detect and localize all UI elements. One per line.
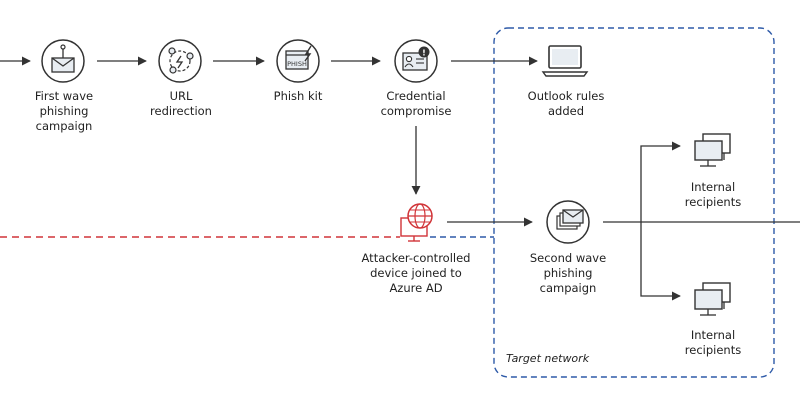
- svg-text:PHISH: PHISH: [287, 60, 307, 68]
- target-network-label: Target network: [506, 352, 590, 365]
- first-wave-label: First wave phishing campaign: [34, 89, 94, 133]
- computers-icon: [694, 282, 731, 316]
- computers-icon: [694, 133, 731, 167]
- attacker-device-label: Attacker-controlled device joined to Azu…: [361, 251, 471, 295]
- url-redirection-label: URL redirection: [150, 89, 212, 118]
- connector-branch-top: [640, 141, 681, 222]
- second-wave-label: Second wave phishing campaign: [529, 251, 607, 295]
- envelopes-icon: [546, 200, 590, 244]
- globe-device-icon: [400, 203, 433, 242]
- phish-kit-label: Phish kit: [273, 89, 323, 103]
- internal-recipients-top-label: Internal recipients: [684, 180, 742, 209]
- connectors: [0, 56, 800, 301]
- internal-recipients-bottom-label: Internal recipients: [684, 328, 742, 357]
- credential-compromise-label: Credential compromise: [380, 89, 452, 118]
- svg-text:!: !: [422, 49, 426, 58]
- target-network-boundary: [493, 27, 775, 378]
- outlook-rules-label: Outlook rules added: [527, 89, 605, 118]
- credential-card-icon: !: [394, 39, 438, 83]
- connector-branch-bottom: [640, 222, 681, 301]
- redirect-icon: [158, 39, 202, 83]
- laptop-icon: [541, 45, 589, 77]
- envelope-antenna-icon: [41, 39, 85, 83]
- phish-kit-icon: PHISH: [276, 39, 320, 83]
